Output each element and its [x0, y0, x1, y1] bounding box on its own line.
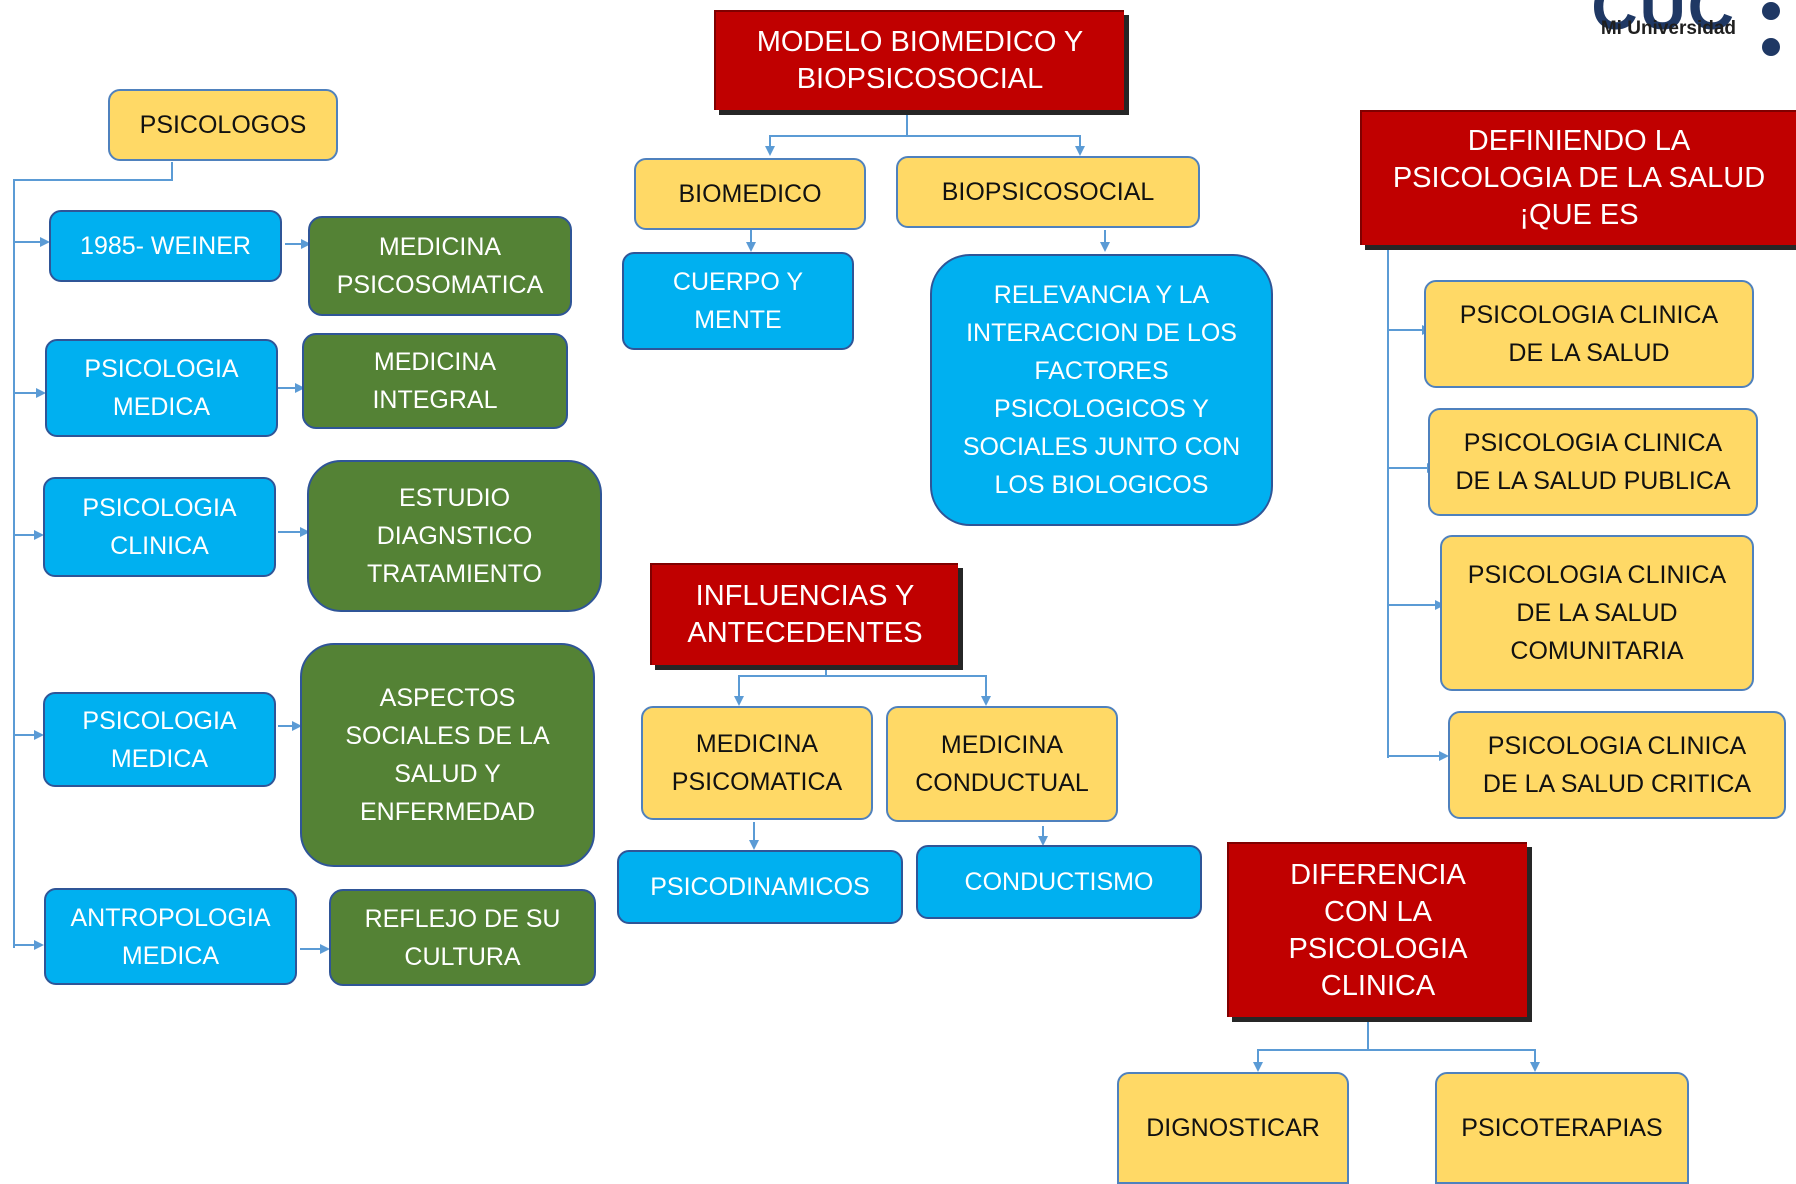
psicologos-row-2-right: MEDICINA INTEGRAL: [302, 333, 568, 429]
influencias-psicodinamicos: PSICODINAMICOS: [617, 850, 903, 924]
psicologos-row-5-right: REFLEJO DE SU CULTURA: [329, 889, 596, 986]
logo-mark: CUC: [1591, 0, 1736, 43]
logo-dot-top: [1762, 2, 1780, 20]
psicologos-row-4-left: PSICOLOGIA MEDICA: [43, 692, 276, 787]
modelo-relevancia: RELEVANCIA Y LA INTERACCION DE LOS FACTO…: [930, 254, 1273, 526]
influencias-medicina-conductual: MEDICINA CONDUCTUAL: [886, 706, 1118, 822]
diferencia-dignosticar: DIGNOSTICAR: [1117, 1072, 1349, 1184]
psicologos-row-3-left: PSICOLOGIA CLINICA: [43, 477, 276, 577]
modelo-biopsicosocial: BIOPSICOSOCIAL: [896, 156, 1200, 228]
psicologos-row-4-right: ASPECTOS SOCIALES DE LA SALUD Y ENFERMED…: [300, 643, 595, 867]
influencias-medicina-psicomatica: MEDICINA PSICOMATICA: [641, 706, 873, 820]
psicologos-row-2-left: PSICOLOGIA MEDICA: [45, 339, 278, 437]
psicologos-row-1-right: MEDICINA PSICOSOMATICA: [308, 216, 572, 316]
psicologos-row-1-left: 1985- WEINER: [49, 210, 282, 282]
definiendo-item-2: PSICOLOGIA CLINICA DE LA SALUD PUBLICA: [1428, 408, 1758, 516]
definiendo-item-3: PSICOLOGIA CLINICA DE LA SALUD COMUNITAR…: [1440, 535, 1754, 691]
logo-dot-bottom: [1762, 38, 1780, 56]
header-diferencia: DIFERENCIA CON LA PSICOLOGIA CLINICA: [1227, 842, 1527, 1017]
modelo-cuerpo-mente: CUERPO Y MENTE: [622, 252, 854, 350]
modelo-biomedico: BIOMEDICO: [634, 158, 866, 230]
psicologos-title: PSICOLOGOS: [108, 89, 338, 161]
header-definiendo: DEFINIENDO LA PSICOLOGIA DE LA SALUD ¡QU…: [1360, 110, 1796, 245]
influencias-conductismo: CONDUCTISMO: [916, 845, 1202, 919]
psicologos-row-3-right: ESTUDIO DIAGNSTICO TRATAMIENTO: [307, 460, 602, 612]
header-influencias: INFLUENCIAS Y ANTECEDENTES: [650, 563, 958, 665]
header-modelo: MODELO BIOMEDICO Y BIOPSICOSOCIAL: [714, 10, 1124, 110]
definiendo-item-4: PSICOLOGIA CLINICA DE LA SALUD CRITICA: [1448, 711, 1786, 819]
definiendo-item-1: PSICOLOGIA CLINICA DE LA SALUD: [1424, 280, 1754, 388]
logo-subtitle: Mi Universidad: [1600, 18, 1736, 39]
diferencia-psicoterapias: PSICOTERAPIAS: [1435, 1072, 1689, 1184]
psicologos-row-5-left: ANTROPOLOGIA MEDICA: [44, 888, 297, 985]
